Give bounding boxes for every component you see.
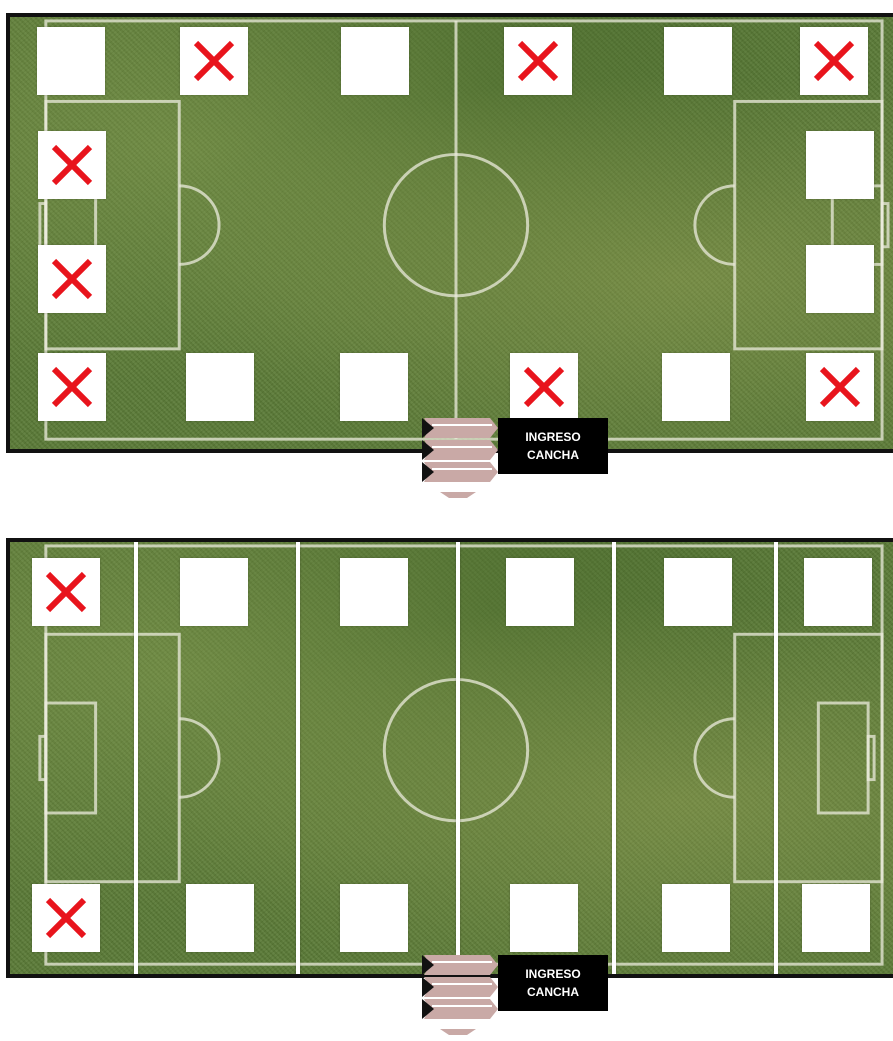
spot-available[interactable] (186, 353, 254, 421)
entrance-label-line-1: INGRESO (525, 965, 580, 983)
zone-divider-line (774, 538, 778, 978)
spot-available[interactable] (186, 884, 254, 952)
spot-available[interactable] (340, 353, 408, 421)
spot-taken[interactable] (504, 27, 572, 95)
zone-divider-line (456, 538, 460, 978)
red-x-icon (42, 894, 90, 942)
red-x-icon (48, 255, 96, 303)
spot-available[interactable] (37, 27, 105, 95)
red-x-icon (48, 363, 96, 411)
spot-available[interactable] (510, 884, 578, 952)
spot-available[interactable] (662, 353, 730, 421)
spot-available[interactable] (802, 884, 870, 952)
field-markings (10, 17, 893, 449)
spot-available[interactable] (506, 558, 574, 626)
zone-divider-line (296, 538, 300, 978)
spot-taken[interactable] (38, 131, 106, 199)
red-x-icon (42, 568, 90, 616)
entrance-arrow-icon (422, 418, 498, 498)
red-x-icon (520, 363, 568, 411)
field-entrance-top: INGRESO CANCHA (422, 418, 612, 498)
red-x-icon (48, 141, 96, 189)
zone-divider-line (134, 538, 138, 978)
spot-taken[interactable] (38, 353, 106, 421)
spot-taken[interactable] (180, 27, 248, 95)
soccer-field-bottom (6, 538, 893, 978)
spot-available[interactable] (662, 884, 730, 952)
spot-taken[interactable] (806, 353, 874, 421)
red-x-icon (190, 37, 238, 85)
spot-available[interactable] (664, 558, 732, 626)
entrance-label-line-2: CANCHA (527, 446, 579, 464)
spot-available[interactable] (804, 558, 872, 626)
field-markings (10, 542, 893, 974)
spot-taken[interactable] (510, 353, 578, 421)
spot-taken[interactable] (38, 245, 106, 313)
zone-divider-line (612, 538, 616, 978)
spot-taken[interactable] (32, 558, 100, 626)
red-x-icon (514, 37, 562, 85)
entrance-arrow-icon (422, 955, 498, 1035)
spot-available[interactable] (340, 558, 408, 626)
spot-taken[interactable] (32, 884, 100, 952)
entrance-label-line-1: INGRESO (525, 428, 580, 446)
red-x-icon (816, 363, 864, 411)
spot-available[interactable] (180, 558, 248, 626)
spot-available[interactable] (340, 884, 408, 952)
spot-available[interactable] (806, 245, 874, 313)
entrance-label-line-2: CANCHA (527, 983, 579, 1001)
red-x-icon (810, 37, 858, 85)
spot-taken[interactable] (800, 27, 868, 95)
spot-available[interactable] (806, 131, 874, 199)
spot-available[interactable] (664, 27, 732, 95)
entrance-label: INGRESO CANCHA (498, 418, 608, 474)
field-entrance-bottom: INGRESO CANCHA (422, 955, 612, 1035)
entrance-label: INGRESO CANCHA (498, 955, 608, 1011)
soccer-field-top (6, 13, 893, 453)
spot-available[interactable] (341, 27, 409, 95)
